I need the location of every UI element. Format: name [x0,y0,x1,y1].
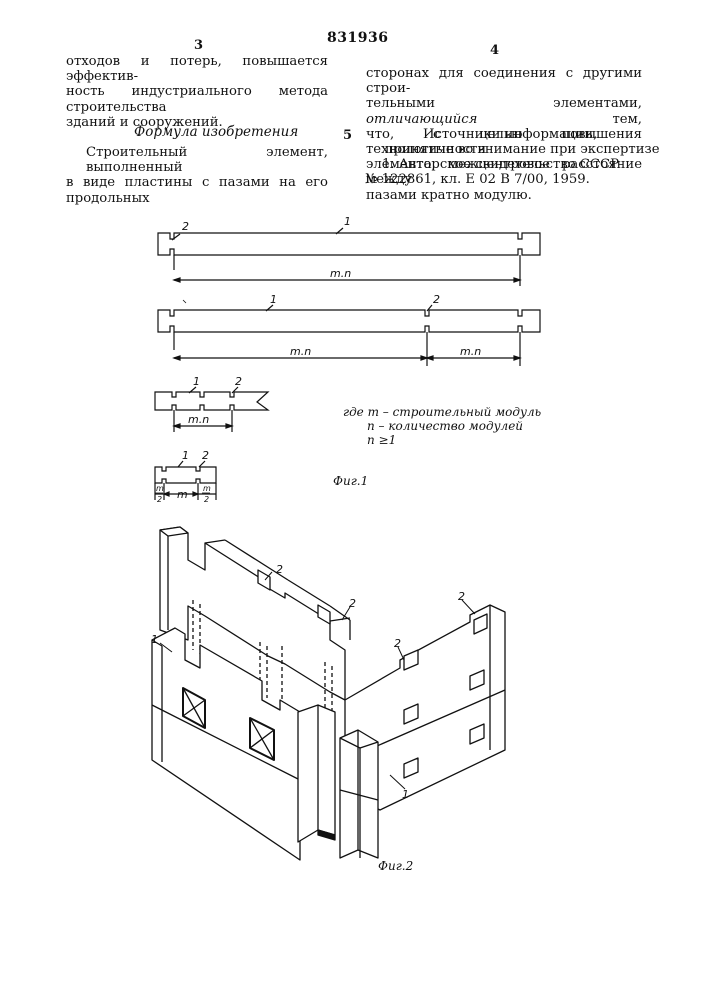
fig2-callout-2d: 2 [458,590,465,603]
figure-2-caption: Фиг.2 [378,859,413,873]
lower-left-wall [152,628,300,860]
fig2-callout-2a: 2 [276,563,283,576]
fig2-callout-1b: 1 [402,788,409,801]
corner-post [298,705,335,842]
fig2-callout-2b: 2 [349,597,356,610]
fig2-callout-1a: 1 [151,633,158,646]
front-post [340,730,378,858]
fig2-callout-2c: 2 [394,637,401,650]
